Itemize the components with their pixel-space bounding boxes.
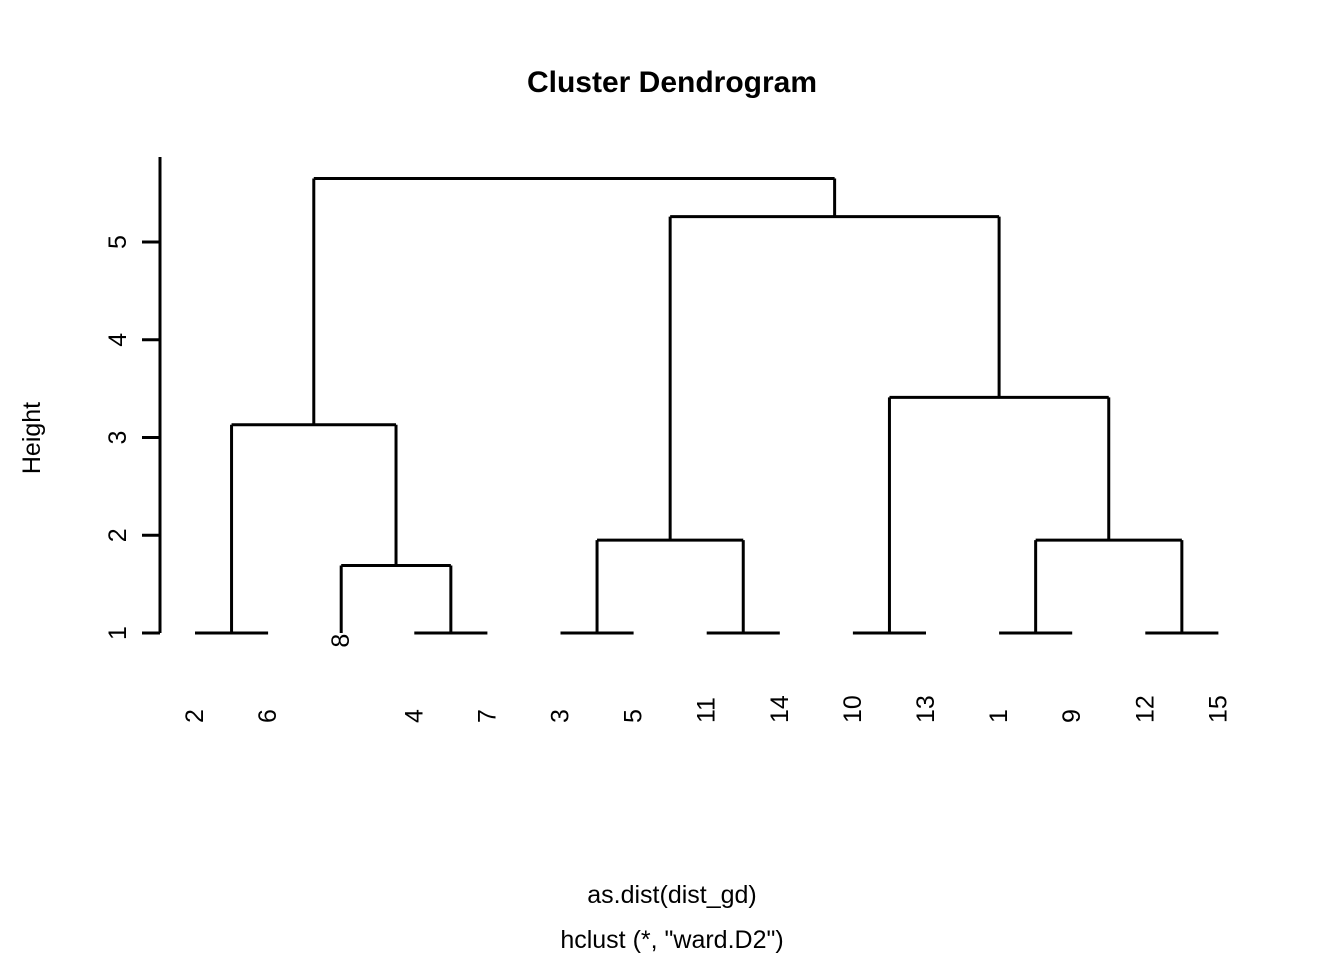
leaf-label-7: 7 — [473, 709, 501, 723]
x-axis-caption-method: hclust (*, "ward.D2") — [560, 926, 783, 954]
leaf-label-1: 1 — [985, 709, 1013, 723]
leaf-label-2: 2 — [181, 709, 209, 723]
leaf-label-9: 9 — [1058, 709, 1086, 723]
leaf-label-4: 4 — [400, 709, 428, 723]
y-axis-tick-label: 4 — [104, 333, 132, 347]
page-title: Cluster Dendrogram — [527, 66, 817, 99]
leaf-label-12: 12 — [1131, 695, 1159, 723]
y-axis-tick-label: 2 — [104, 528, 132, 542]
y-axis-ticks: 1 2 3 4 5 — [104, 235, 160, 640]
leaf-label-13: 13 — [912, 695, 940, 723]
dendrogram-links — [195, 176, 1219, 635]
leaf-label-15: 15 — [1204, 695, 1232, 723]
leaf-label-8: 8 — [327, 634, 355, 648]
x-axis-caption-primary: as.dist(dist_gd) — [587, 881, 757, 909]
leaf-labels: 2 6 8 4 7 3 5 11 14 10 13 1 9 12 15 — [181, 634, 1232, 723]
leaf-label-14: 14 — [766, 695, 794, 723]
leaf-label-11: 11 — [693, 697, 721, 723]
leaf-label-5: 5 — [620, 709, 648, 723]
leaf-label-6: 6 — [254, 709, 282, 723]
leaf-label-10: 10 — [839, 695, 867, 723]
y-axis-title: Height — [18, 402, 46, 474]
y-axis-tick-label: 1 — [104, 626, 132, 640]
y-axis-tick-label: 3 — [104, 431, 132, 445]
y-axis-tick-label: 5 — [104, 235, 132, 249]
leaf-label-3: 3 — [547, 709, 575, 723]
